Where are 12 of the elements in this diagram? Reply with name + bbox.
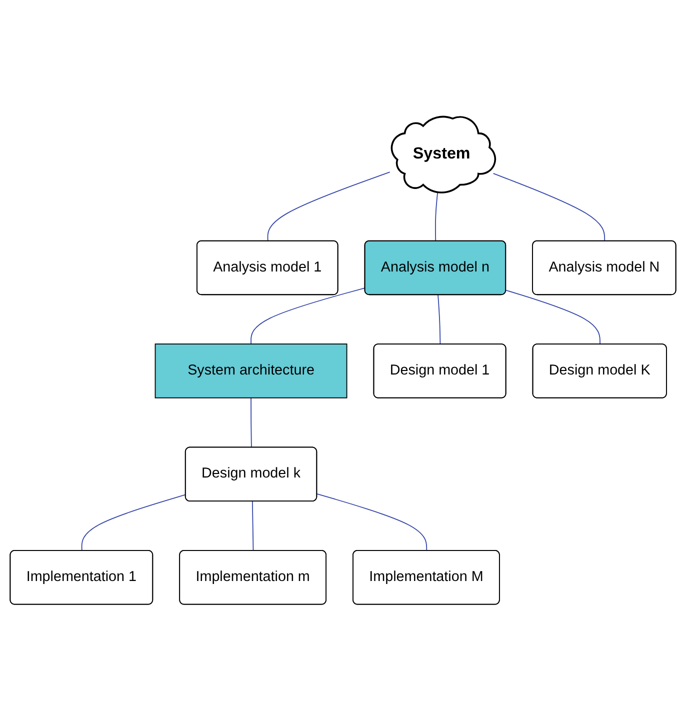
connector bbox=[252, 501, 254, 552]
connector bbox=[316, 494, 428, 552]
connector bbox=[81, 494, 186, 552]
connector bbox=[250, 287, 366, 344]
diagram: System Analysis model 1 Analysis model n Analysis model N System architecture Design model 1 Design model k Design model K Implementation 1 Implementation m Implementation M bbox=[3, 3, 683, 718]
connector bbox=[438, 294, 441, 345]
node-box bbox=[154, 344, 348, 398]
connector bbox=[492, 172, 606, 242]
connector bbox=[435, 190, 438, 242]
connector bbox=[267, 172, 390, 242]
connector bbox=[250, 397, 252, 448]
connector bbox=[506, 290, 600, 345]
